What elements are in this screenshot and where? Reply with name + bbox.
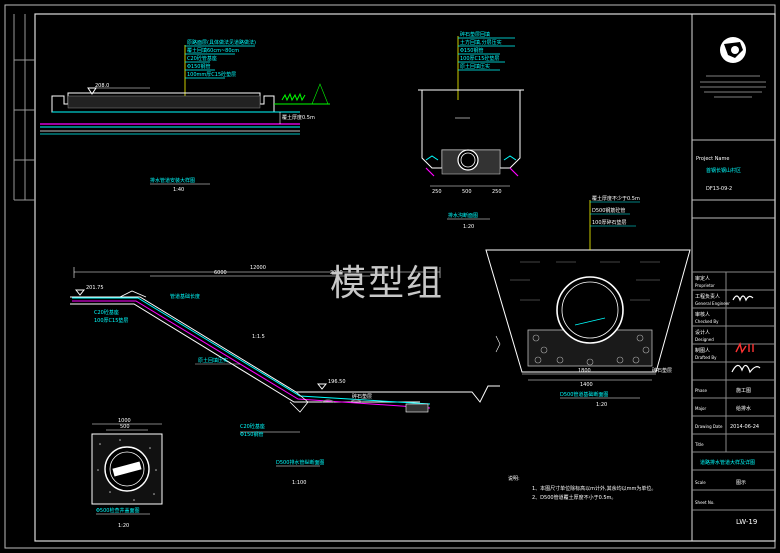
section-a-elev: 208.0 [95,83,109,89]
section-a-layer-1: 原路面层(具体做法见道路做法) [187,39,256,46]
tb-row-5-cn: 制图人 [695,347,710,354]
tb-sheet-label: Sheet No. [695,500,714,505]
binding-strip [13,14,35,201]
tb-project-en: Project Name [696,156,729,162]
section-b-title: 排水沟断面图 [448,212,478,219]
tb-scale-label: Scale [695,480,706,485]
well-plan [91,423,163,515]
section-a-title: 排水管道安装大样图 [150,177,195,184]
profile-note-4: 原土回填压实 [198,357,228,364]
tb-row-9-en: Title [694,442,704,447]
tb-scale-val: 图示 [736,480,746,486]
section-b-dim-1: 250 [432,189,442,195]
company-logo-icon [700,37,766,98]
tb-sheet-val: LW-19 [736,518,757,526]
tb-major: 给排水 [736,405,751,412]
pit-section [485,200,691,399]
pit-cover: 覆土厚度不少于0.5m [592,195,640,202]
tb-row-8-en: Drawing Date [695,424,723,429]
section-a-layer-4: Φ150钢管 [187,63,210,70]
profile-elev-top: 201.75 [86,285,104,291]
pit-dim-1: 1800 [578,368,591,374]
section-a-layer-5: 100mm厚C15砼垫层 [187,71,236,78]
section-a [40,45,330,185]
tb-row-3-cn: 审核人 [695,311,710,318]
tb-row-5-en: Drafted By [695,355,717,360]
section-b-dim-3: 250 [492,189,502,195]
notes-item-2: 2、D500管道覆土厚度不小于0.5m。 [532,494,616,501]
section-a-layer-3: C20砼管基座 [187,55,217,62]
watermark-text: 模型组 [330,263,445,304]
profile-title: D500排水管纵断面图 [276,459,324,466]
tb-row-2-cn: 工程负责人 [695,293,720,300]
pit-note-1: D500钢筋砼管 [592,207,625,214]
pit-base: 碎石垫层 [652,367,672,374]
section-b-layer-1: 碎石垫层回填 [460,31,490,38]
section-b-scale: 1:20 [463,224,474,230]
pit-note-2: 100厚碎石垫层 [592,219,627,226]
section-b-layer-3: Φ150钢管 [460,47,483,54]
section-b-dim-2: 500 [462,189,472,195]
tb-row-4-cn: 设计人 [695,329,710,336]
tb-date: 2014-06-24 [730,424,759,430]
tb-phase: 施工图 [736,387,751,394]
well-scale: 1:20 [118,523,129,529]
tb-row-6-en: Phase [695,388,707,393]
tb-row-3-en: Checked By [695,319,719,324]
pit-scale: 1:20 [596,402,607,408]
tb-row-7-en: Major [695,406,706,411]
profile-d1: 6000 [214,270,227,276]
profile-note-6: Φ150钢管 [240,431,263,438]
section-a-cover: 覆土厚度0.5m [282,114,315,121]
pit-title: D500管道基础断面图 [560,391,608,398]
well-dim-2: 500 [120,424,130,430]
section-b-layer-2: 土方回填,分层压实 [460,39,502,46]
tb-row-4-en: Designed [695,337,714,342]
section-b [418,36,524,220]
pit-dim-2: 1400 [580,382,593,388]
section-b-layer-4: 100厚C15砼垫层 [460,55,499,62]
profile-scale: 1:100 [292,480,306,486]
tb-title-text: 道路排水管道大样及详图 [700,459,755,466]
section-a-scale: 1:40 [173,187,184,193]
profile-note-5: C20砼基座 [240,423,265,430]
profile-d2: 2000 [330,270,343,276]
well-title: Φ500检查井盖面图 [96,507,139,514]
section-a-layer-2: 覆土回填60cm~80cm [187,47,239,54]
notes-item-1: 1、本图尺寸单位除标高以m计外,其余均以mm为单位。 [532,485,656,492]
signature-drafter [731,364,761,374]
profile-note-2: 100厚C15垫层 [94,317,128,324]
tb-project-cn: 首钢长钢山村区 [706,167,741,174]
notes-label: 说明: [508,475,520,482]
profile-total: 12000 [250,265,266,271]
tb-drawing-no: DF13-09-2 [706,186,732,192]
pipe-profile [70,267,500,467]
tb-row-1-cn: 审定人 [695,275,710,282]
title-block [691,14,775,541]
signature-checker [732,295,754,302]
section-b-layer-5: 原土回填压实 [460,63,490,70]
profile-note-7: 碎石垫层 [352,393,372,400]
profile-slope: 1:1.5 [252,334,265,340]
well-dim-1: 1000 [118,418,131,424]
signature-designer [735,341,754,354]
profile-note-1: C20砼基座 [94,309,119,316]
profile-elev-bot: 196.50 [328,379,346,385]
tb-row-1-en: Proprietor [695,283,715,288]
tb-row-2-en: General Engineer [695,301,730,306]
profile-note-3: 管道基础长度 [170,293,200,300]
drawing-frame [34,13,776,542]
